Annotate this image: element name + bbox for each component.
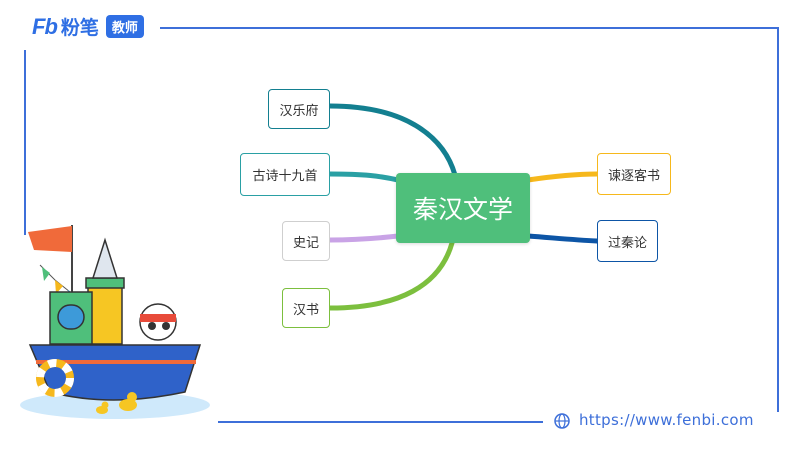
connector-gushi: [327, 171, 401, 183]
branch-label: 古诗十九首: [252, 169, 318, 184]
frame-right-line: [777, 27, 779, 412]
brand-badge: 教师: [105, 15, 144, 38]
branch-label: 汉乐府: [279, 103, 319, 119]
center-topic-node: 秦汉文学: [396, 173, 530, 243]
frame-left-line: [24, 50, 26, 235]
branch-label: 过秦论: [607, 235, 647, 251]
branch-node-guoqin: 过秦论: [597, 220, 658, 262]
connector-jianzhuke: [525, 171, 600, 183]
branch-node-shiji: 史记: [282, 221, 330, 261]
branch-node-jianzhuke: 谏逐客书: [597, 153, 671, 195]
globe-icon: [554, 413, 570, 429]
branch-label: 史记: [292, 235, 319, 251]
connector-shiji: [327, 233, 401, 243]
branch-node-gushi: 古诗十九首: [240, 153, 330, 196]
footer-url-link[interactable]: https://www.fenbi.com: [579, 411, 754, 429]
branch-label: 汉书: [292, 302, 319, 318]
connector-guoqin: [525, 233, 600, 244]
brand-name: 粉笔: [60, 17, 99, 39]
frame-bottom-line: [218, 421, 543, 423]
frame-top-line: [160, 27, 779, 29]
boat-mascot-illustration: [20, 225, 210, 419]
branch-node-hanyuefu: 汉乐府: [268, 89, 330, 129]
brand-logo: Fb 粉笔 教师: [32, 13, 144, 40]
connector-hanshu: [327, 240, 455, 311]
brand-mark: Fb: [32, 13, 58, 39]
connector-hanyuefu: [327, 103, 458, 178]
branch-label: 谏逐客书: [607, 168, 660, 184]
center-topic-label: 秦汉文学: [412, 195, 513, 224]
branch-node-hanshu: 汉书: [282, 288, 330, 328]
